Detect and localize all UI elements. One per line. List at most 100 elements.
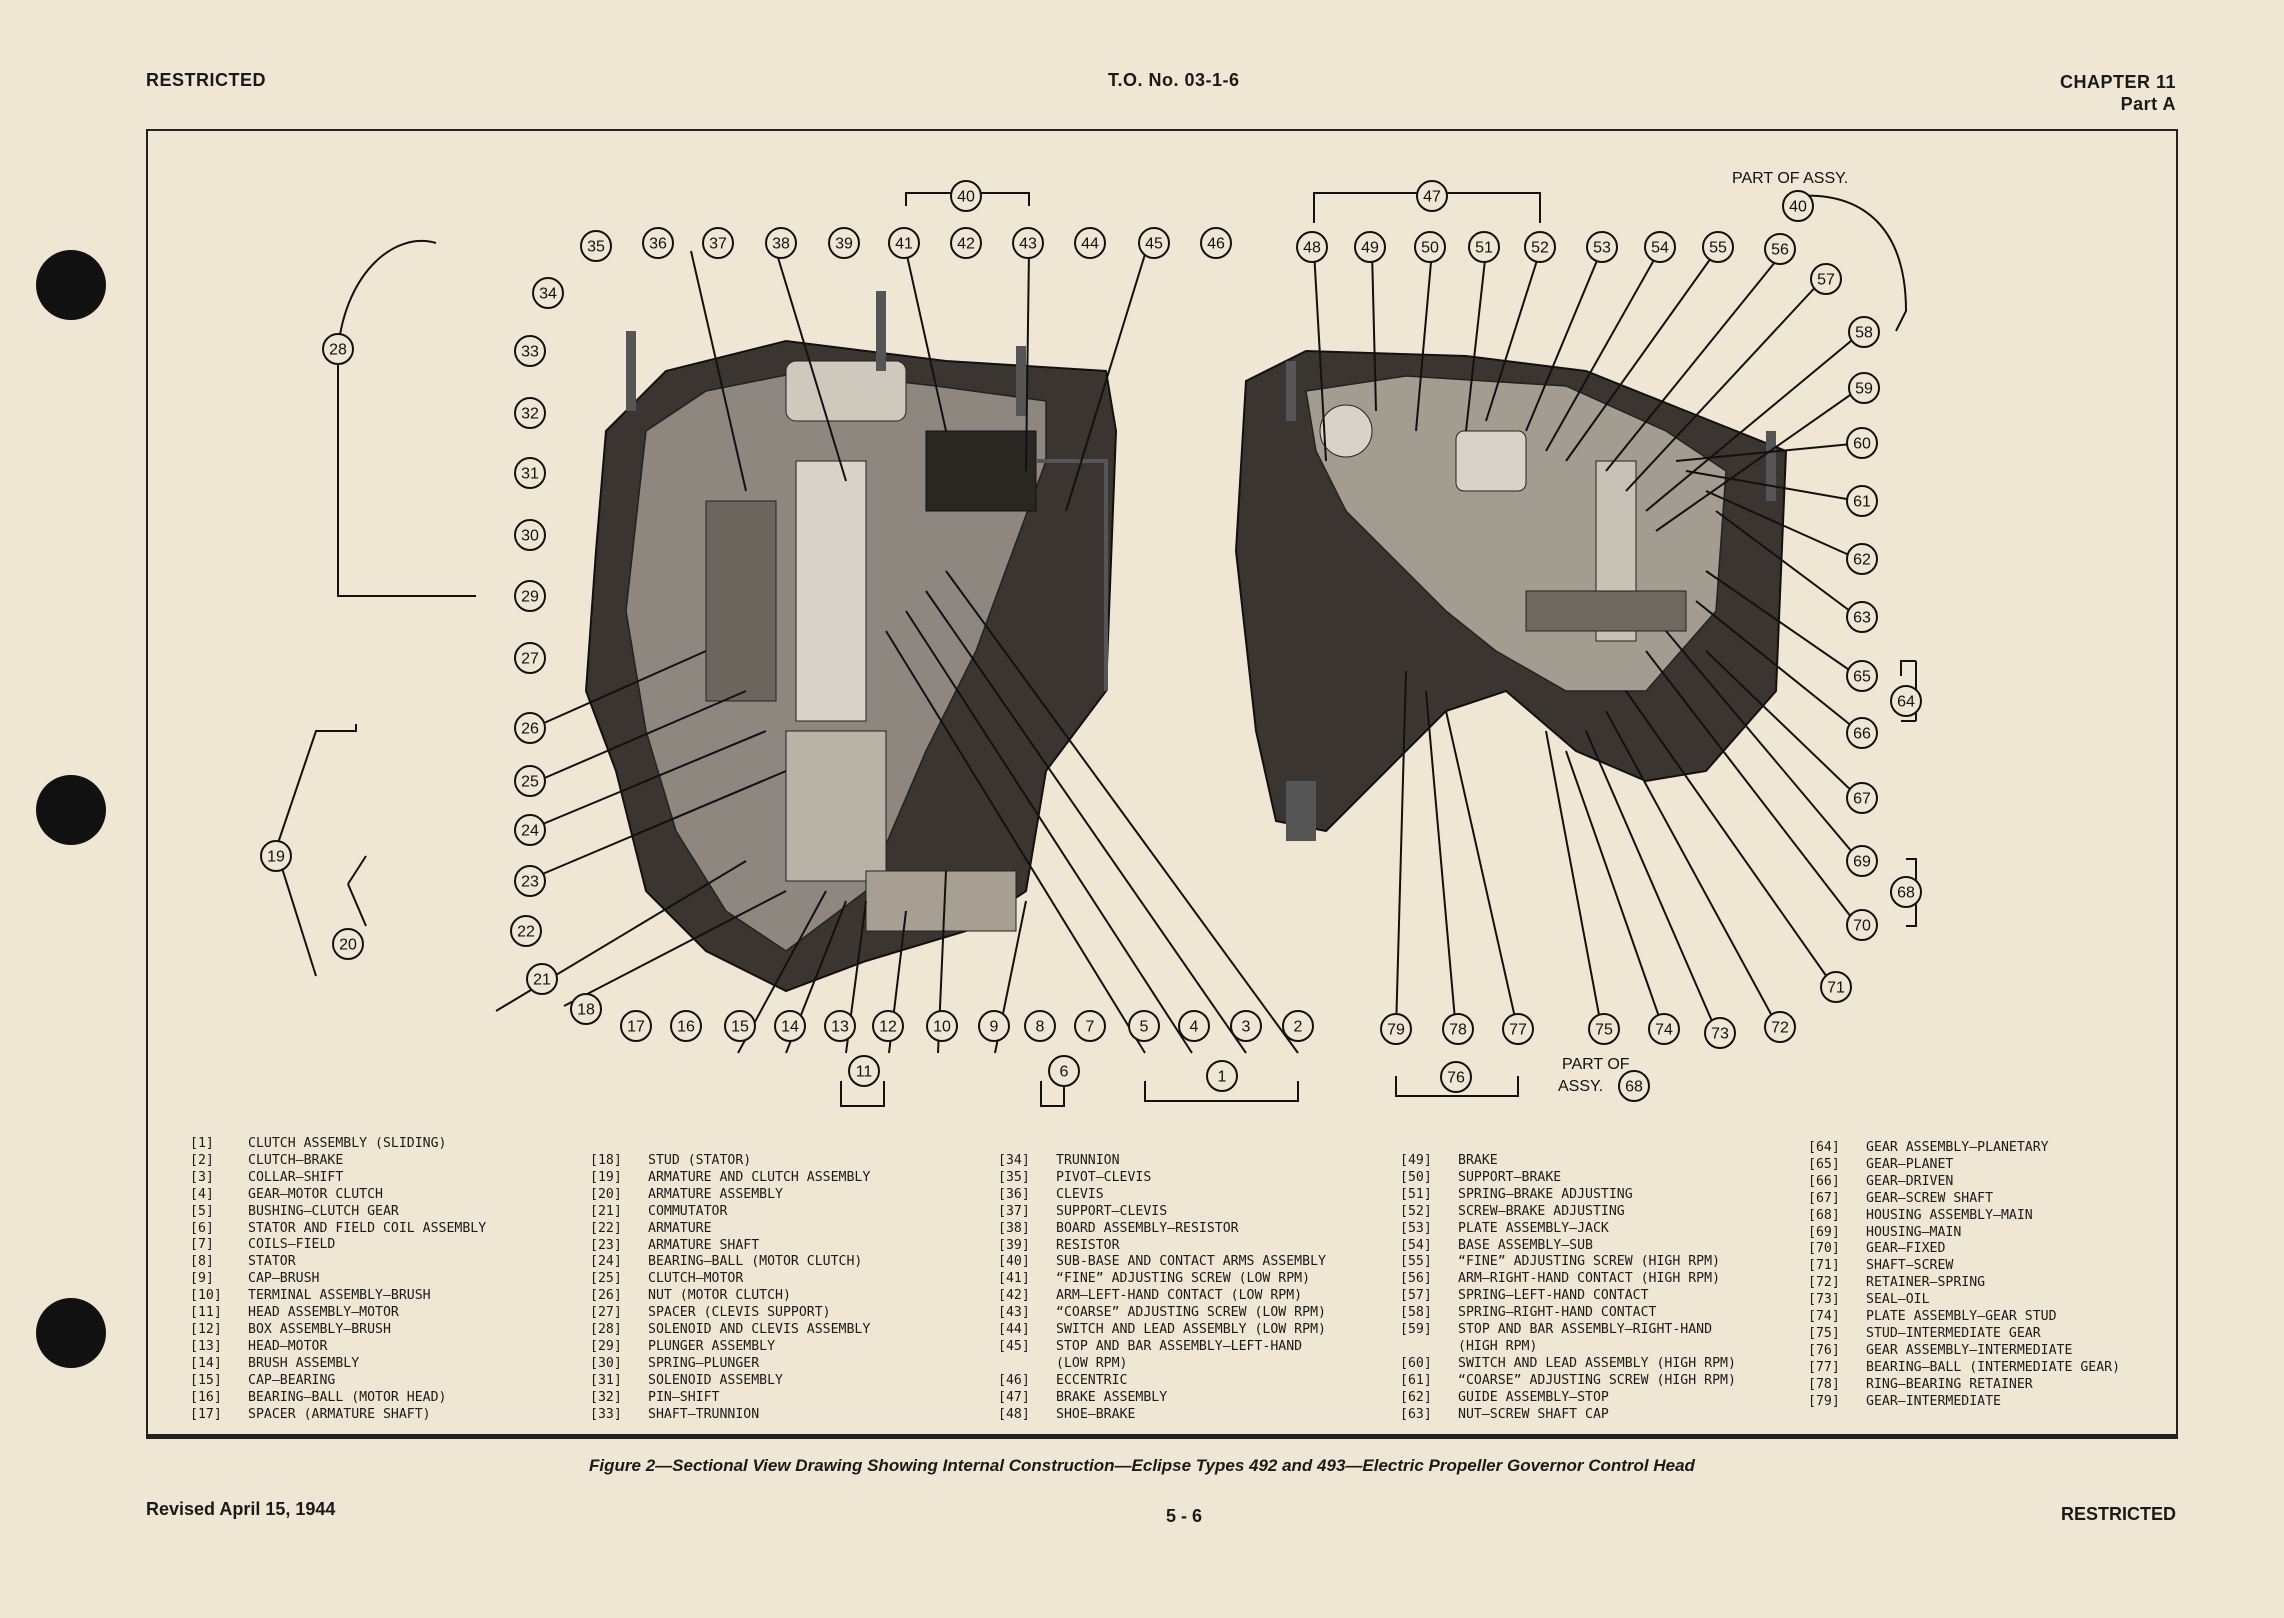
- legend-entry-description: Bearing—Ball (Motor Clutch): [648, 1254, 863, 1270]
- callout-circle: [514, 457, 546, 489]
- legend-column-4: [49]Brake[50]Support—Brake[51]Spring—Bra…: [1400, 1153, 1736, 1424]
- legend-entry: [9]Cap—Brush: [190, 1271, 486, 1288]
- legend-entry-number: [21]: [590, 1203, 622, 1219]
- legend-entry-description: Gear—Intermediate: [1866, 1393, 2001, 1409]
- callout: 21: [526, 963, 558, 995]
- legend-entry: [35]Pivot—Clevis: [998, 1170, 1326, 1187]
- legend-entry: [23]Armature Shaft: [590, 1238, 870, 1255]
- callout-circle: [1890, 876, 1922, 908]
- callout-circle: [1846, 845, 1878, 877]
- legend-entry-description: (Low RPM): [1056, 1355, 1128, 1371]
- callout: 55: [1702, 231, 1734, 263]
- legend-entry: [56]Arm—Right-Hand Contact (High RPM): [1400, 1271, 1736, 1288]
- legend-entry-description: Gear—Motor Clutch: [248, 1186, 383, 1202]
- callout-circle: [950, 227, 982, 259]
- callout: 34: [532, 277, 564, 309]
- legend-entry-description: Gear—Planet: [1866, 1156, 1954, 1172]
- callout-circle: [514, 642, 546, 674]
- footer-restricted: RESTRICTED: [2060, 1504, 2176, 1524]
- legend-entry-description: Spacer (Armature Shaft): [248, 1406, 431, 1422]
- callout-number: 40: [1789, 199, 1807, 216]
- callout-number: 29: [521, 589, 539, 606]
- callout: 7: [1074, 1010, 1106, 1042]
- legend-entry-number: [63]: [1400, 1406, 1432, 1422]
- legend-entry-description: Stop and Bar Assembly—Right-Hand: [1458, 1322, 1713, 1338]
- callout-number: 45: [1145, 236, 1163, 253]
- callout: 40: [950, 180, 982, 212]
- legend-entry-description: Shaft—Trunnion: [648, 1406, 760, 1422]
- callout-circle: [1296, 231, 1328, 263]
- legend-entry-description: Guide Assembly—Stop: [1458, 1389, 1609, 1405]
- callout: 49: [1354, 231, 1386, 263]
- callout-circle: [1846, 427, 1878, 459]
- legend-entry-number: [59]: [1400, 1322, 1432, 1338]
- callout-number: 21: [533, 972, 551, 989]
- legend-entry-description: Retainer—Spring: [1866, 1275, 1986, 1291]
- legend-entry: [27]Spacer (Clevis Support): [590, 1305, 870, 1322]
- legend-entry-description: Stator: [248, 1254, 296, 1270]
- legend-entry-number: [8]: [190, 1254, 214, 1270]
- callout-number: 24: [521, 823, 539, 840]
- header-part: Part A: [2120, 94, 2176, 114]
- legend-entry: [45]Stop and Bar Assembly—Left-Hand: [998, 1339, 1326, 1356]
- legend-entry-number: [11]: [190, 1305, 222, 1321]
- legend-entry-description: “Coarse” Adjusting Screw (High RPM): [1458, 1372, 1736, 1388]
- callout-number: 12: [879, 1019, 897, 1036]
- legend-entry: [78]Ring—Bearing Retainer: [1808, 1377, 2120, 1394]
- legend-entry: [64]Gear Assembly—Planetary: [1808, 1140, 2120, 1157]
- legend-entry-description: Spacer (Clevis Support): [648, 1305, 831, 1321]
- legend-entry-description: “Coarse” Adjusting Screw (Low RPM): [1056, 1305, 1326, 1321]
- legend-entry-number: [52]: [1400, 1203, 1432, 1219]
- legend-entry: [61]“Coarse” Adjusting Screw (High RPM): [1400, 1373, 1736, 1390]
- callout-circle: [926, 1010, 958, 1042]
- legend-entry-description: Support—Clevis: [1056, 1203, 1168, 1219]
- legend-entry-number: [36]: [998, 1186, 1030, 1202]
- legend-entry-description: Bearing—Ball (Intermediate Gear): [1866, 1359, 2121, 1375]
- callout: 25: [514, 765, 546, 797]
- callout-circle: [765, 227, 797, 259]
- legend-entry: [44]Switch and Lead Assembly (Low RPM): [998, 1322, 1326, 1339]
- callout-number: 57: [1817, 272, 1835, 289]
- callout: 20: [332, 928, 364, 960]
- legend-entry-description: Armature and Clutch Assembly: [648, 1169, 871, 1185]
- legend-entry-description: Spring—Brake Adjusting: [1458, 1186, 1633, 1202]
- callout-number: 60: [1853, 436, 1871, 453]
- legend-entry: [41]“Fine” Adjusting Screw (Low RPM): [998, 1271, 1326, 1288]
- callout: 60: [1846, 427, 1878, 459]
- callout: 6: [1048, 1055, 1080, 1087]
- figure-frame-rule: [146, 1434, 2178, 1439]
- callout-number: 15: [731, 1019, 749, 1036]
- legend-entry-description: Resistor: [1056, 1237, 1120, 1253]
- legend-entry-number: [12]: [190, 1321, 222, 1337]
- callout-number: 52: [1531, 240, 1549, 257]
- legend-entry-description: Shoe—Brake: [1056, 1406, 1136, 1422]
- callout-number: 34: [539, 286, 557, 303]
- callout-number: 51: [1475, 240, 1493, 257]
- callout-circle: [1764, 233, 1796, 265]
- legend-column-1: [1]Clutch Assembly (Sliding)[2]Clutch—Br…: [190, 1136, 486, 1423]
- callout-circle: [1890, 685, 1922, 717]
- legend-entry-number: [71]: [1808, 1258, 1840, 1274]
- header-to-number: T.O. No. 03-1-6: [1108, 70, 1240, 90]
- legend-entry-number: [3]: [190, 1169, 214, 1185]
- callout-number: 78: [1449, 1022, 1467, 1039]
- callout-circle: [514, 865, 546, 897]
- callout: 59: [1848, 372, 1880, 404]
- callout-circle: [978, 1010, 1010, 1042]
- legend-entry: [22]Armature: [590, 1221, 870, 1238]
- callout-number: 63: [1853, 610, 1871, 627]
- callout-circle: [702, 227, 734, 259]
- legend-entry: [31]Solenoid Assembly: [590, 1373, 870, 1390]
- callout: 16: [670, 1010, 702, 1042]
- legend-entry: [24]Bearing—Ball (Motor Clutch): [590, 1254, 870, 1271]
- callout: 71: [1820, 971, 1852, 1003]
- callout-circle: [1846, 782, 1878, 814]
- legend-entry: [72]Retainer—Spring: [1808, 1275, 2120, 1292]
- callout-circle: [1230, 1010, 1262, 1042]
- legend-entry-description: Terminal Assembly—Brush: [248, 1288, 431, 1304]
- callout-circle: [1618, 1070, 1650, 1102]
- legend-entry-description: Bearing—Ball (Motor Head): [248, 1389, 447, 1405]
- callout-number: 19: [267, 849, 285, 866]
- callout-number: 27: [521, 651, 539, 668]
- legend-entry-description: Solenoid Assembly: [648, 1372, 783, 1388]
